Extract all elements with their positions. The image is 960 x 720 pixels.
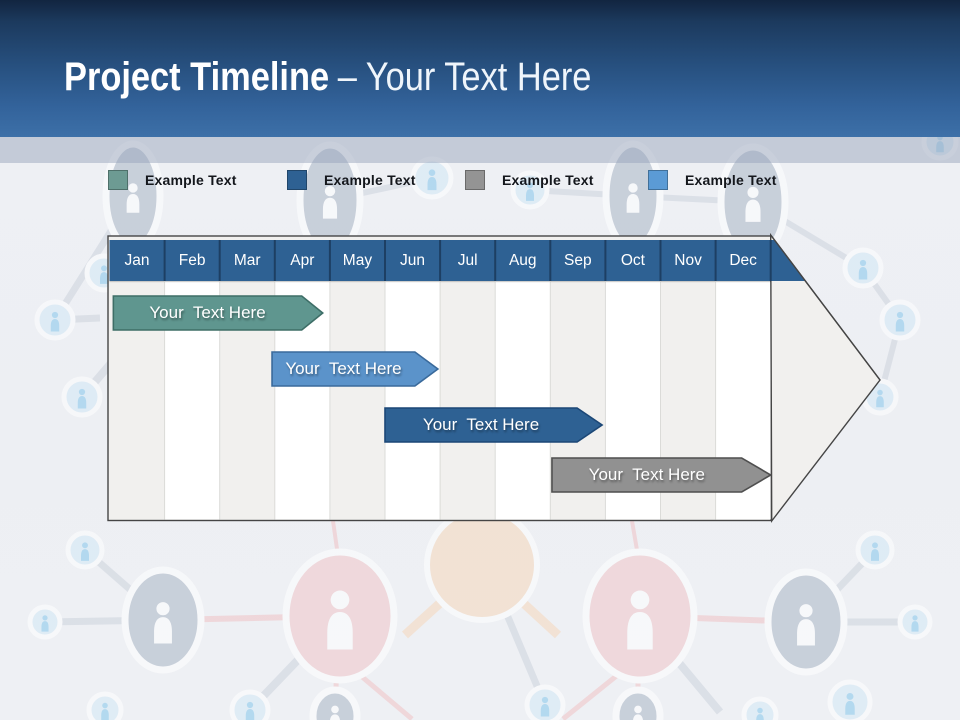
month-cell-dec: Dec [729,252,757,269]
month-cell-nov: Nov [674,252,702,269]
legend-swatch [287,170,307,190]
person-node-icon [612,686,664,720]
month-cell-jul: Jul [457,252,478,269]
timeline-bar-3 [384,407,604,443]
title-band: Project Timeline– Your Text Here [0,0,960,137]
title-main: Project Timeline [64,55,330,99]
person-node-icon [764,568,848,676]
legend-label: Example Text [502,172,594,188]
timeline-bar-label: Your Text Here [285,359,402,378]
person-node-icon [582,548,698,684]
legend-item: Example Text [287,170,416,190]
person-badge-icon [879,299,921,341]
timeline-bar-label: Your Text Here [149,303,266,322]
month-cell-apr: Apr [290,252,315,269]
person-badge-icon [86,691,124,720]
person-badge-icon [842,247,884,289]
month-cell-aug: Aug [508,252,537,269]
person-badge-icon [855,530,895,570]
legend-swatch [465,170,485,190]
person-badge-icon [510,170,550,210]
month-cell-sep: Sep [564,252,592,269]
person-badge-icon [229,689,271,720]
person-badge-icon [410,156,454,200]
month-cell-feb: Feb [178,252,206,269]
person-badge-icon [61,376,103,418]
timeline-bar-label: Your Text Here [422,415,540,434]
timeline-bar-label: Your Text Here [588,465,705,484]
person-badge-icon [34,299,76,341]
person-badge-icon [897,604,933,640]
background-band [0,137,960,163]
person-badge-icon [741,696,779,720]
legend-swatch [648,170,668,190]
legend-item: Example Text [108,170,237,190]
person-badge-icon [65,530,105,570]
person-badge-icon [524,684,566,720]
person-badge-icon [827,679,873,720]
timeline-bar-2 [271,351,440,387]
title-suffix: – Your Text Here [337,55,592,99]
month-cell-jan: Jan [124,252,150,269]
timeline-bar-4 [551,457,773,493]
legend-label: Example Text [685,172,777,188]
legend-item: Example Text [465,170,594,190]
page-title: Project Timeline– Your Text Here [64,56,591,98]
legend-label: Example Text [324,172,416,188]
person-badge-icon [27,604,63,640]
legend-item: Example Text [648,170,777,190]
legend-swatch [108,170,128,190]
timeline-bar-1 [112,295,325,331]
month-cell-mar: Mar [233,252,261,269]
person-node-icon [309,686,361,720]
person-node-icon [282,548,398,684]
month-cell-may: May [342,252,373,269]
legend-label: Example Text [145,172,237,188]
month-cell-jun: Jun [400,252,426,269]
month-cell-oct: Oct [620,252,645,269]
person-node-icon [121,566,205,674]
